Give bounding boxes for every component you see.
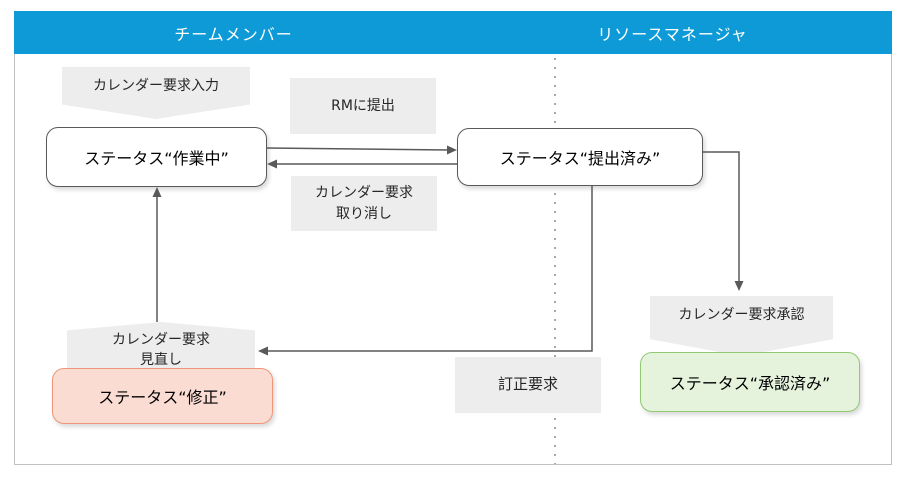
lane-title-team-member: チームメンバー — [174, 24, 293, 44]
lane-title-resource-manager: リソースマネージャ — [597, 24, 748, 44]
label-calendar-request-review: カレンダー要求 見直し — [67, 322, 255, 374]
label-text: カレンダー要求入力 — [93, 78, 219, 94]
state-node-approved: ステータス“承認済み” — [640, 352, 860, 412]
swimlane-header: チームメンバー リソースマネージャ — [14, 11, 892, 54]
label-submit-to-rm: RMに提出 — [290, 78, 436, 134]
state-label: ステータス“提出済み” — [499, 149, 661, 168]
label-text-line2: 見直し — [140, 352, 182, 369]
state-node-revision: ステータス“修正” — [52, 368, 273, 424]
label-calendar-request-cancel: カレンダー要求 取り消し — [291, 176, 437, 231]
label-text: 訂正要求 — [497, 375, 558, 394]
label-text-line2: 取り消し — [336, 205, 392, 222]
state-label: ステータス“承認済み” — [669, 374, 831, 393]
state-label: ステータス“修正” — [98, 388, 227, 407]
label-text: カレンダー要求承認 — [678, 307, 805, 323]
label-text-line1: カレンダー要求 — [112, 332, 210, 348]
label-correction-request: 訂正要求 — [455, 357, 601, 413]
state-label: ステータス“作業中” — [84, 149, 229, 168]
state-node-working: ステータス“作業中” — [46, 127, 267, 187]
label-text-line1: カレンダー要求 — [315, 185, 413, 202]
state-node-submitted: ステータス“提出済み” — [457, 128, 703, 186]
label-text: RMに提出 — [331, 97, 395, 114]
